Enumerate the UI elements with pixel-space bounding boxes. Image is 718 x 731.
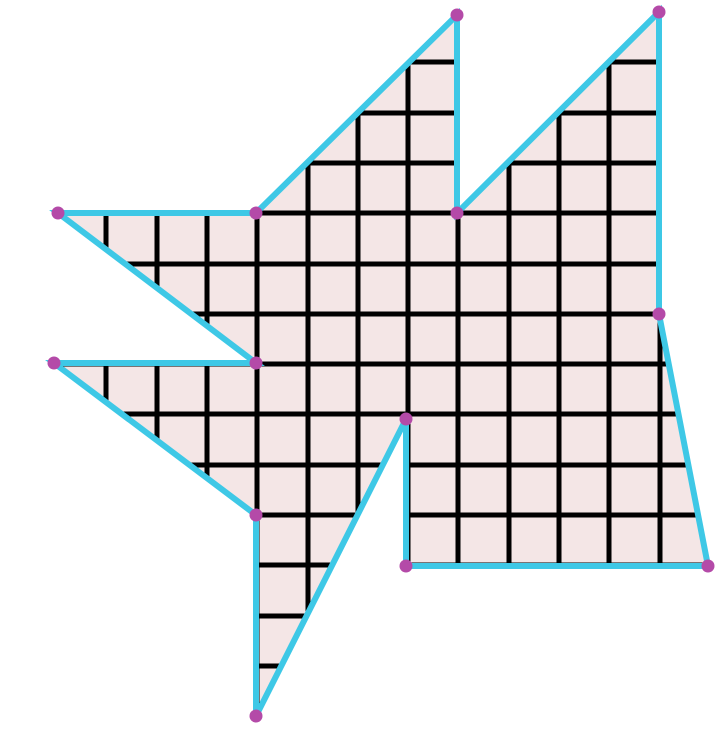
vertex-dot bbox=[51, 206, 65, 220]
vertex-points bbox=[47, 5, 715, 723]
vertex-dot bbox=[249, 508, 263, 522]
polygon-outline-shape bbox=[45, 4, 712, 718]
polygon-outline bbox=[45, 4, 712, 718]
vertex-dot bbox=[399, 412, 413, 426]
vertex-dot bbox=[47, 356, 61, 370]
vertex-dot bbox=[399, 559, 413, 573]
vertex-dot bbox=[450, 206, 464, 220]
vertex-dot bbox=[249, 206, 263, 220]
vertex-dot bbox=[450, 8, 464, 22]
vertex-dot bbox=[249, 709, 263, 723]
vertex-dot bbox=[249, 356, 263, 370]
vertex-dot bbox=[701, 559, 715, 573]
vertex-dot bbox=[652, 5, 666, 19]
vertex-dot bbox=[652, 307, 666, 321]
